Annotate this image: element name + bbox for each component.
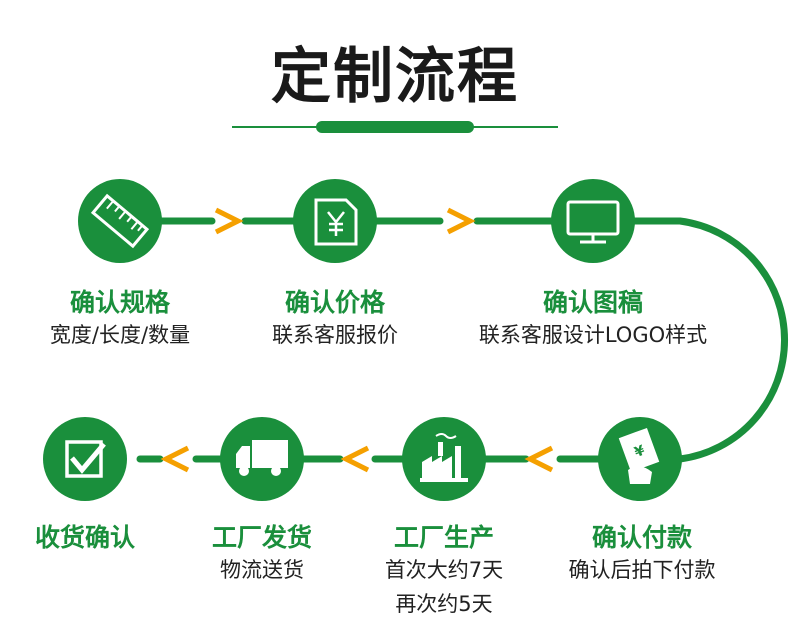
- arrow-right-icon: [214, 207, 244, 235]
- monitor-icon: [566, 200, 620, 244]
- step-2-title: 确认价格: [284, 288, 385, 317]
- step-7-circle: [43, 417, 127, 501]
- step-3-desc-line: 联系客服设计LOGO样式: [478, 323, 708, 347]
- arrow-right-icon: [446, 207, 476, 235]
- ruler-icon: [90, 193, 150, 249]
- connector-3-4: [628, 217, 789, 463]
- page-title: 定制流程: [271, 42, 519, 112]
- step-4-circle: ¥: [598, 417, 682, 501]
- step-1-title: 确认规格: [69, 288, 170, 317]
- step-6-desc-line: 物流送货: [220, 558, 304, 582]
- step-7-title: 收货确认: [34, 523, 135, 552]
- step-3-circle: [551, 179, 635, 263]
- step-1-circle: [78, 179, 162, 263]
- checkbox-icon: [65, 440, 106, 478]
- step-1-desc: 宽度/长度/数量: [0, 318, 270, 352]
- step-5-desc: 首次大约7天 再次约5天: [294, 553, 594, 621]
- arrow-left-icon: [160, 445, 190, 473]
- factory-icon: [420, 433, 468, 482]
- step-5-circle: [402, 417, 486, 501]
- step-4-desc: 确认后拍下付款: [492, 553, 790, 587]
- step-6-title: 工厂发货: [211, 523, 312, 552]
- step-4-title: 确认付款: [591, 523, 692, 552]
- price-tag-icon: [314, 198, 358, 246]
- title-underline: [232, 121, 558, 133]
- step-1-desc-line: 宽度/长度/数量: [49, 323, 191, 347]
- step-5-desc-line-2: 再次约5天: [395, 592, 493, 616]
- step-5-desc-line-1: 首次大约7天: [384, 558, 504, 582]
- step-3-desc: 联系客服设计LOGO样式: [443, 318, 743, 352]
- step-4-desc-line: 确认后拍下付款: [568, 558, 716, 582]
- step-6-desc: 物流送货: [112, 553, 412, 587]
- arrow-left-icon: [340, 445, 370, 473]
- step-2-desc: 联系客服报价: [185, 318, 485, 352]
- truck-icon: [236, 440, 288, 476]
- step-2-desc-line: 联系客服报价: [272, 323, 398, 347]
- payment-icon: ¥: [618, 427, 660, 484]
- connector-lines: [136, 217, 789, 463]
- arrow-chevrons: [160, 207, 554, 473]
- arrow-left-icon: [524, 445, 554, 473]
- step-5-title: 工厂生产: [393, 523, 494, 552]
- step-6-circle: [220, 417, 304, 501]
- step-3-title: 确认图稿: [542, 288, 643, 317]
- step-2-circle: [293, 179, 377, 263]
